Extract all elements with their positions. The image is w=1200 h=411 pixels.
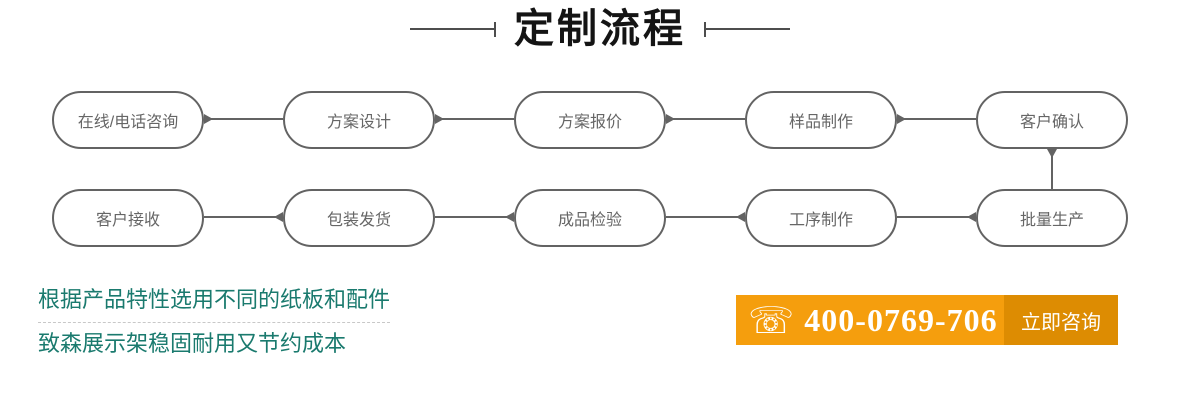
- left-horizontal-rule: [410, 28, 494, 30]
- flow-step: 客户接收: [52, 189, 204, 247]
- title-right-decoration: [704, 21, 790, 37]
- title-left-decoration: [410, 21, 496, 37]
- connector-arrow-left: [666, 212, 745, 222]
- connector-arrow-left: [435, 212, 514, 222]
- connector-arrow-right: [666, 114, 745, 124]
- left-tick: [494, 21, 496, 37]
- flow-step: 工序制作: [745, 189, 897, 247]
- connector-arrow-right: [204, 114, 283, 124]
- phone-number: 400-0769-706: [804, 301, 998, 338]
- tagline-line1: 根据产品特性选用不同的纸板和配件: [38, 286, 391, 323]
- connector-arrow-left: [897, 212, 976, 222]
- flow-step: 成品检验: [514, 189, 666, 247]
- tagline-line2: 致森展示架稳固耐用又节约成本: [38, 330, 347, 356]
- right-tick: [704, 21, 706, 37]
- tagline-block: 根据产品特性选用不同的纸板和配件 致森展示架稳固耐用又节约成本: [38, 286, 391, 358]
- right-horizontal-rule: [706, 28, 790, 30]
- flow-step: 在线/电话咨询: [52, 91, 204, 149]
- flow-step: 方案报价: [514, 91, 666, 149]
- flow-step: 方案设计: [283, 91, 435, 149]
- connector-arrow-down: [1047, 149, 1057, 189]
- flow-step: 批量生产: [976, 189, 1128, 247]
- page-title: 定制流程: [514, 6, 686, 51]
- phone-banner-main: ☏ 400-0769-706: [736, 295, 1004, 345]
- flow-step: 包装发货: [283, 189, 435, 247]
- connector-arrow-left: [204, 212, 283, 222]
- consult-now-button[interactable]: 立即咨询: [1004, 295, 1118, 345]
- telephone-icon: ☏: [748, 298, 795, 342]
- phone-banner: ☏ 400-0769-706 立即咨询: [736, 295, 1118, 345]
- flow-step: 样品制作: [745, 91, 897, 149]
- section-title-row: 定制流程: [0, 0, 1200, 58]
- connector-arrow-right: [435, 114, 514, 124]
- connector-arrow-right: [897, 114, 976, 124]
- flow-step: 客户确认: [976, 91, 1128, 149]
